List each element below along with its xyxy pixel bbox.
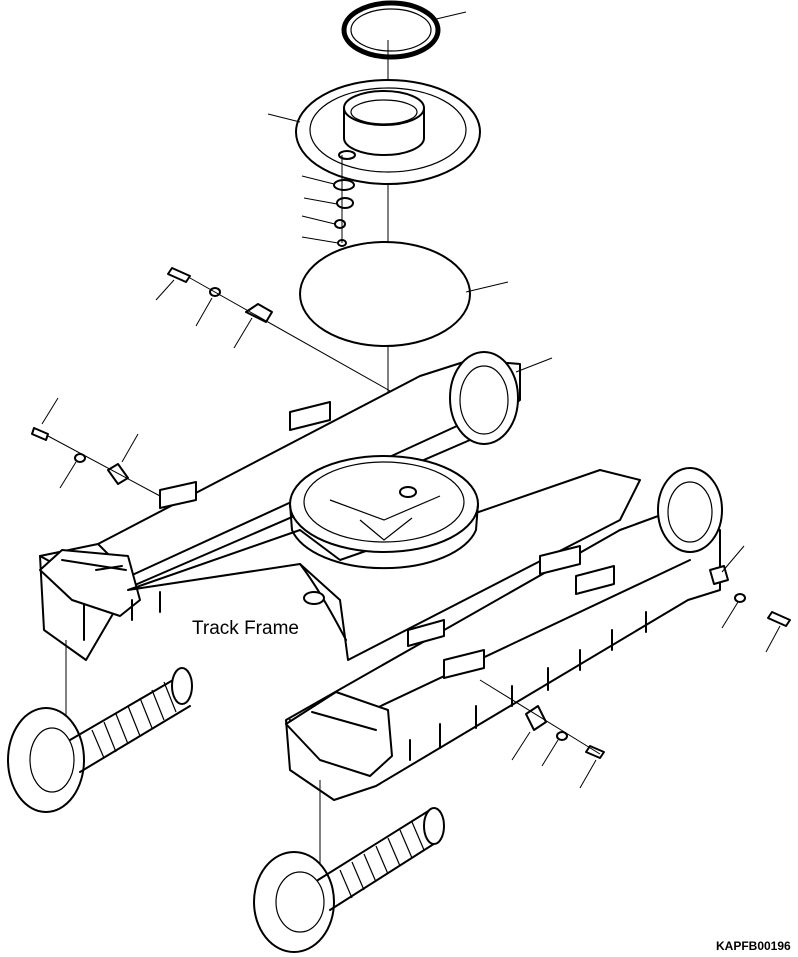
shim-plate [299, 241, 509, 347]
idler-recoil-left [7, 640, 193, 813]
track-frame [39, 351, 791, 801]
swivel-flange [267, 79, 481, 185]
fasteners-upper-left [155, 267, 393, 393]
ring-seal [341, 0, 467, 60]
track-frame-label: Track Frame [192, 618, 299, 639]
fasteners-lower-left [31, 397, 161, 497]
small-parts [301, 150, 356, 247]
drawing-code: KAPFB00196 [716, 939, 791, 953]
idler-recoil-right [253, 780, 445, 953]
